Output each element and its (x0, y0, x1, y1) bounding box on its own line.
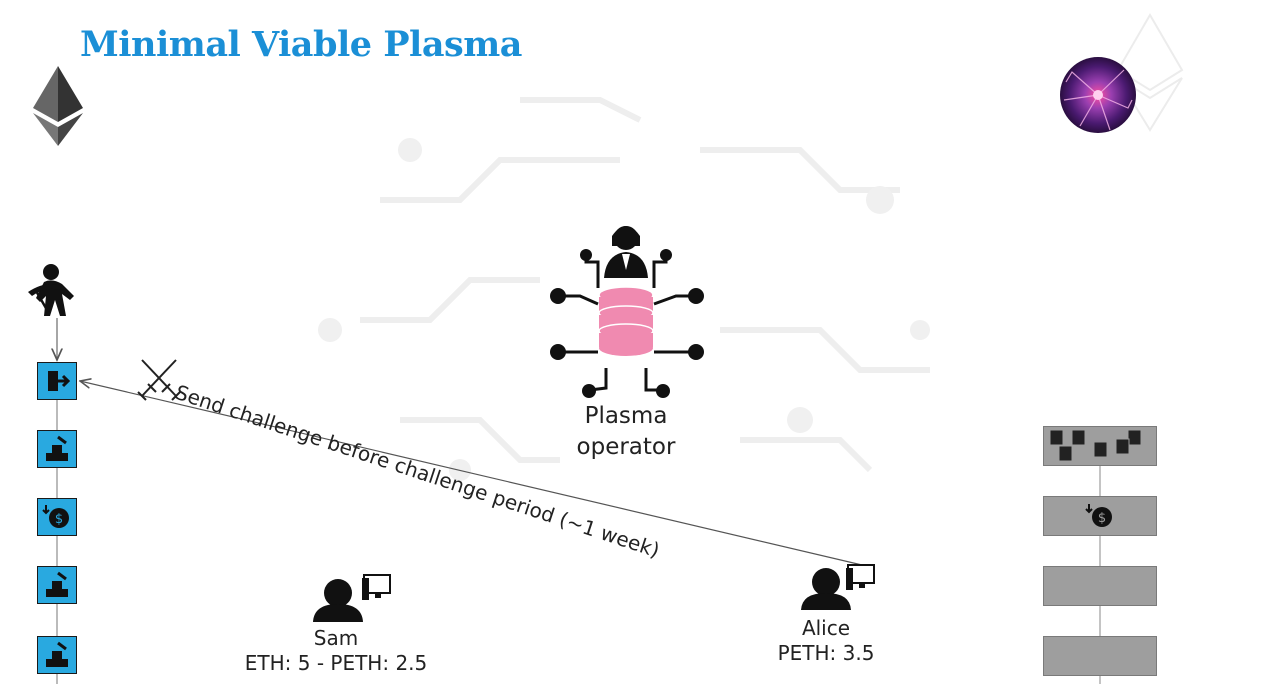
root-block-deposit[interactable] (37, 430, 77, 468)
money-down-icon: $ (42, 505, 69, 528)
deposit-icon (46, 571, 68, 597)
deposit-icon (46, 641, 68, 667)
user-balance: PETH: 3.5 (777, 641, 875, 665)
user-balance: ETH: 5 - PETH: 2.5 (244, 651, 428, 675)
svg-text:$: $ (55, 512, 63, 527)
money-down-icon: $ (1085, 504, 1112, 527)
transactions-icon (1049, 429, 1142, 462)
user-name: Alice (801, 616, 851, 640)
root-block-deposit[interactable] (37, 636, 77, 674)
plasma-block-empty[interactable] (1043, 636, 1157, 676)
challenge-arrow (80, 381, 863, 566)
user-name: Sam (313, 626, 359, 650)
operator-label-line1: Plasma (584, 403, 668, 429)
deposit-icon (46, 435, 68, 461)
user-alice: Alice PETH: 3.5 (746, 616, 906, 666)
exit-icon (48, 371, 71, 391)
operator-label-line2: operator (576, 434, 676, 460)
plasma-block-empty[interactable] (1043, 566, 1157, 606)
root-block-deposit[interactable] (37, 566, 77, 604)
root-block-exit[interactable] (37, 362, 77, 400)
svg-text:$: $ (1098, 511, 1106, 526)
user-sam: Sam ETH: 5 - PETH: 2.5 (236, 626, 436, 676)
operator-label: Plasma operator (556, 401, 696, 463)
plasma-block-withdraw[interactable]: $ (1043, 496, 1157, 536)
root-block-withdraw[interactable]: $ (37, 498, 77, 536)
plasma-block-transactions[interactable] (1043, 426, 1157, 466)
slide-title: Minimal Viable Plasma (80, 24, 522, 65)
